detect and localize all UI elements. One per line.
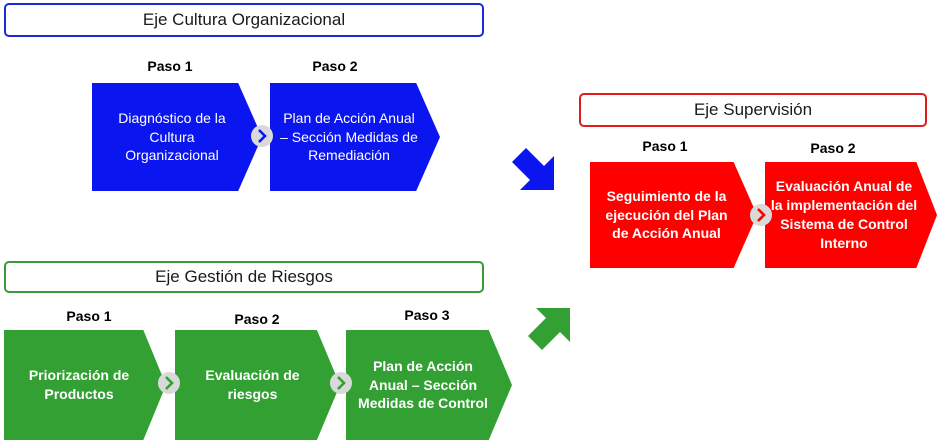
cultura-step1-label: Paso 1 (147, 58, 193, 74)
supervision-header: Eje Supervisión (579, 93, 927, 127)
cultura-connector (251, 125, 273, 147)
riesgos-step1-label: Paso 1 (66, 308, 112, 324)
riesgos-step3-label: Paso 3 (404, 307, 450, 323)
diagonal-arrow-up-right-icon (528, 308, 570, 350)
riesgos-step3-text: Plan de Acción Anual – Sección Medidas d… (358, 357, 488, 412)
diagonal-arrow-down-right-icon (512, 148, 554, 190)
supervision-title: Eje Supervisión (693, 100, 813, 119)
riesgos-step2-label: Paso 2 (234, 311, 280, 327)
riesgos-header: Eje Gestión de Riesgos (4, 261, 484, 293)
cultura-step1-box: Diagnóstico de la Cultura Organizacional (92, 83, 262, 191)
cultura-step2-text: Plan de Acción Anual – Sección Medidas d… (280, 109, 418, 164)
chevron-right-icon (337, 376, 346, 390)
supervision-connector (750, 204, 772, 226)
supervision-step1-text: Seguimiento de la ejecución del Plan de … (605, 187, 728, 242)
supervision-step2-box: Evaluación Anual de la implementación de… (765, 162, 937, 268)
riesgos-step3-box: Plan de Acción Anual – Sección Medidas d… (346, 330, 512, 440)
riesgos-connector-1 (158, 372, 180, 394)
riesgos-connector-2 (330, 372, 352, 394)
supervision-step2-text: Evaluación Anual de la implementación de… (770, 178, 918, 251)
cultura-step2-label: Paso 2 (312, 58, 358, 74)
chevron-right-icon (258, 129, 267, 143)
supervision-step2-label: Paso 2 (810, 140, 856, 156)
riesgos-title: Eje Gestión de Riesgos (155, 267, 333, 286)
riesgos-step2-box: Evaluación de riesgos (175, 330, 340, 440)
riesgos-step2-text: Evaluación de riesgos (205, 367, 300, 402)
supervision-step1-box: Seguimiento de la ejecución del Plan de … (590, 162, 757, 268)
cultura-step1-text: Diagnóstico de la Cultura Organizacional (118, 109, 226, 164)
supervision-step1-label: Paso 1 (642, 138, 688, 154)
riesgos-step1-box: Priorización de Productos (4, 330, 166, 440)
chevron-right-icon (757, 208, 766, 222)
cultura-header: Eje Cultura Organizacional (4, 3, 484, 37)
riesgos-step1-text: Priorización de Productos (28, 367, 130, 402)
cultura-title: Eje Cultura Organizacional (142, 10, 346, 29)
cultura-step2-box: Plan de Acción Anual – Sección Medidas d… (270, 83, 440, 191)
chevron-right-icon (165, 376, 174, 390)
